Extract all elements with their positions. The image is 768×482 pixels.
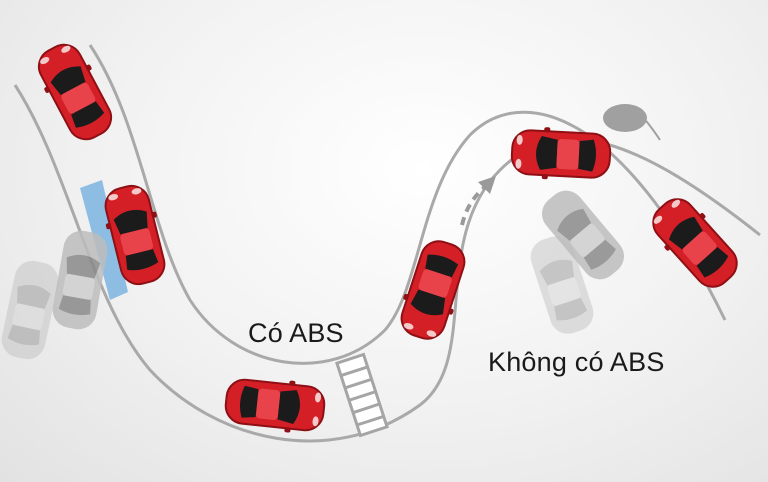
- ghost-car-icon: [49, 227, 111, 333]
- grate-icon: [335, 352, 389, 438]
- arrow-icon: [460, 176, 496, 226]
- label-without-abs: Không có ABS: [488, 347, 665, 377]
- label-with-abs: Có ABS: [248, 318, 344, 348]
- car-icon: [222, 373, 328, 437]
- obstacle-icon: [603, 104, 661, 141]
- road-line-inner: [88, 44, 727, 365]
- ghost-car-icon: [0, 257, 62, 363]
- car-icon: [28, 35, 122, 149]
- car-icon: [509, 124, 613, 184]
